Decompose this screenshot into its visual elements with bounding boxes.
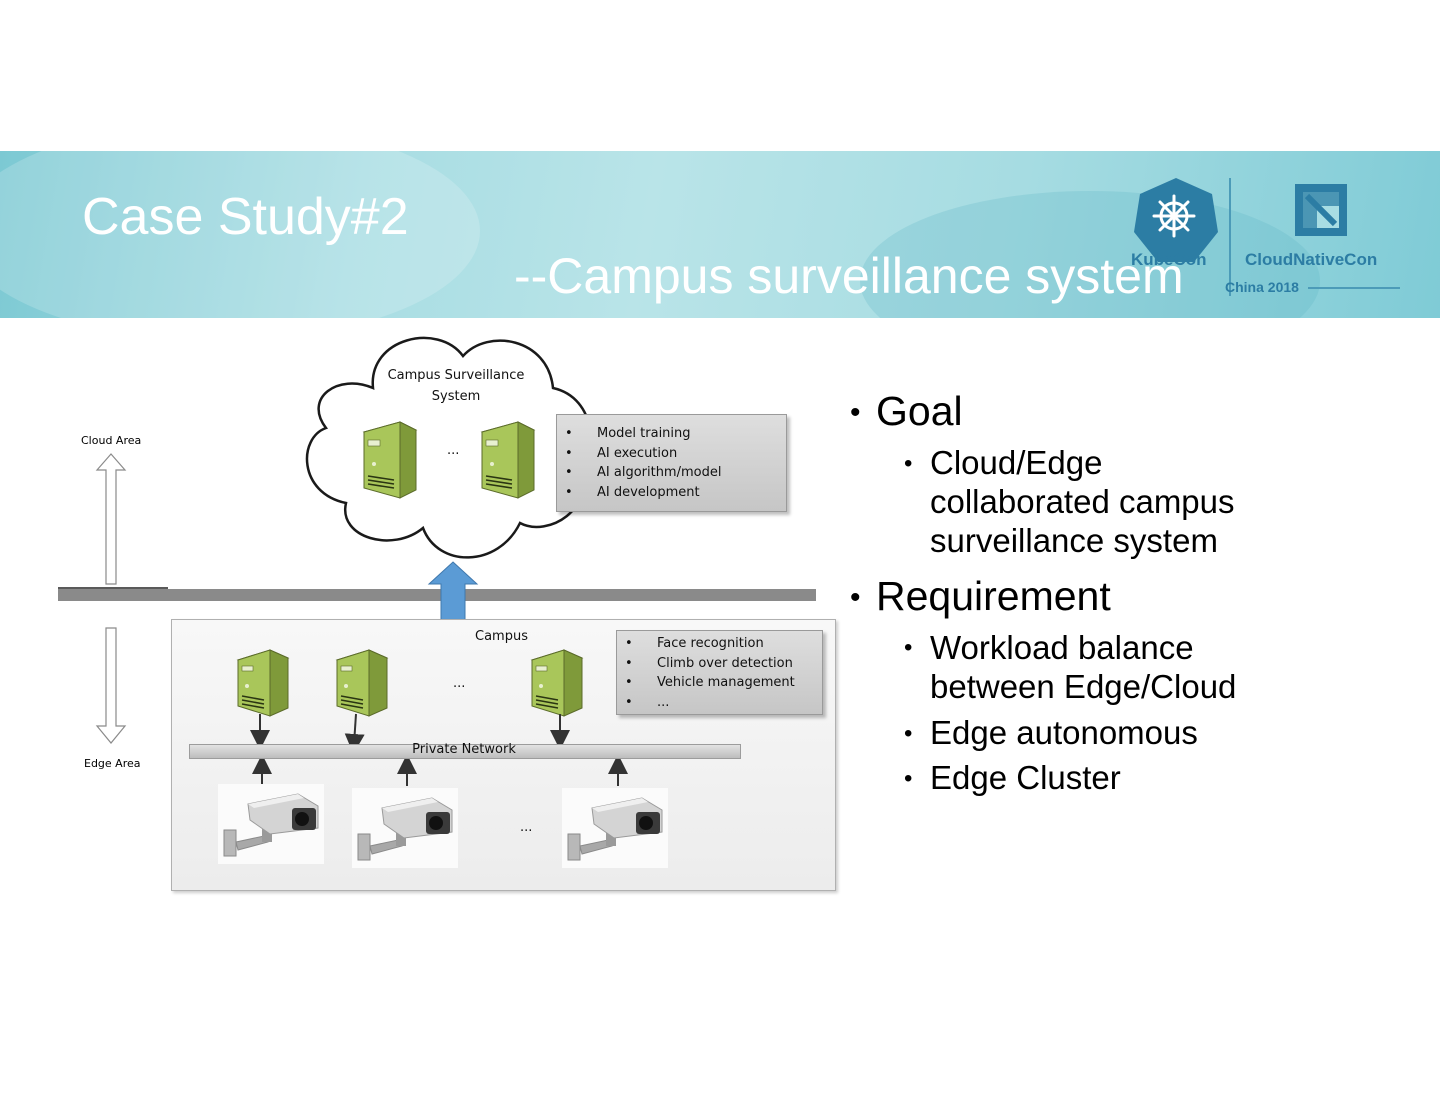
bullet-dot: • [850,396,861,429]
cncf-logo-text: CloudNativeCon [1245,250,1378,269]
bullet-dot: • [904,720,913,747]
bullet-goal: Goal [876,388,963,434]
up-arrow-icon [95,453,127,585]
bullet-goal-item: Cloud/Edge collaborated campus surveilla… [930,444,1235,559]
edge-server-icon [236,649,290,717]
edge-features-box: Face recognition Climb over detection Ve… [616,630,823,715]
slide-subtitle: --Campus surveillance system [514,248,1184,304]
edge-area-label: Edge Area [84,757,141,770]
cloud-server-icon [362,421,418,499]
cloud-shape [305,336,592,559]
upload-arrow-icon [427,561,479,622]
cloud-server-ellipsis: ... [447,443,460,458]
divider-bar-shadow [58,587,168,590]
bullet-dot: • [904,634,913,661]
slide-title: Case Study#2 [82,188,409,246]
cloud-feature-item: AI development [565,483,786,503]
china-2018-text: China 2018 [1225,279,1299,295]
bullet-requirement-item: Workload balance between Edge/Cloud [930,629,1237,705]
bullet-requirement-item: Edge autonomous [930,714,1198,751]
logo-divider [1229,178,1231,296]
bullet-dot: • [850,581,861,614]
cncf-logo-icon [1295,184,1347,236]
cloud-area-label: Cloud Area [81,434,142,447]
camera-icon [218,784,324,864]
camera-icon [352,788,458,868]
bullet-dot: • [904,450,913,477]
edge-server-ellipsis: ... [453,676,466,691]
edge-feature-item: Face recognition [625,634,822,654]
edge-feature-item: ... [625,693,822,713]
cloud-features-box: Model training AI execution AI algorithm… [556,414,787,512]
network-connection-arrows [250,713,628,786]
camera-ellipsis: ... [520,820,533,835]
cloud-feature-item: AI execution [565,444,786,464]
edge-server-icon [530,649,584,717]
private-network-bar [189,744,741,759]
cloud-feature-item: Model training [565,424,786,444]
bullet-requirement: Requirement [876,573,1111,619]
private-network-label: Private Network [412,742,516,757]
cloud-feature-item: AI algorithm/model [565,463,786,483]
bullet-dot: • [904,765,913,792]
edge-feature-item: Vehicle management [625,673,822,693]
edge-server-icon [335,649,389,717]
campus-label: Campus [475,629,528,644]
kubecon-logo-text: KubeCon [1131,250,1207,269]
down-arrow-icon [95,627,127,744]
cloud-system-title: Campus Surveillance System [387,368,525,404]
cloud-edge-divider [58,589,816,601]
cloud-server-icon [480,421,536,499]
camera-icon [562,788,668,868]
kubecon-logo-icon [1134,178,1218,262]
edge-feature-item: Climb over detection [625,654,822,674]
logo-underline [1308,287,1400,289]
bullet-requirement-item: Edge Cluster [930,759,1121,796]
